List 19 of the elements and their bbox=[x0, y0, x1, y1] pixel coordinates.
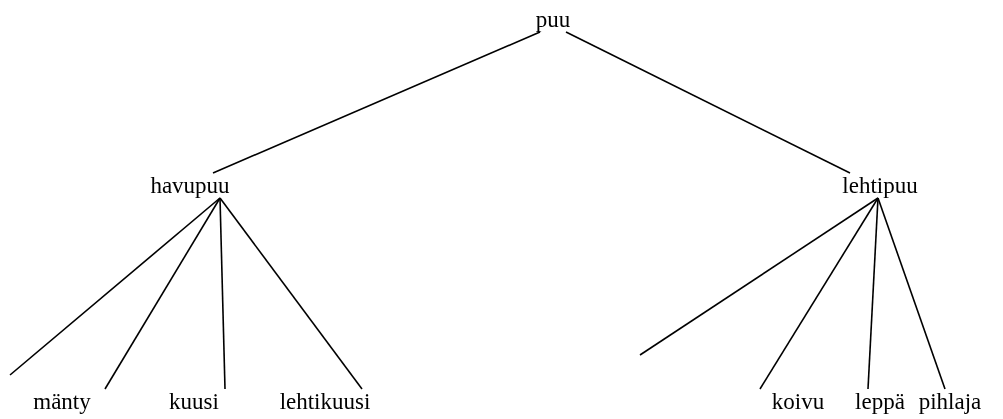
tree-branch-line bbox=[867, 197, 879, 390]
tree-branch-line bbox=[9, 197, 221, 376]
tree-node-label: havupuu bbox=[150, 174, 230, 197]
tree-branch-line bbox=[639, 197, 879, 356]
tree-node-label: pihlaja bbox=[918, 390, 982, 413]
tree-branch-line bbox=[219, 197, 226, 390]
tree-branch-line bbox=[219, 197, 363, 390]
tree-node-label: lehtipuu bbox=[842, 174, 918, 197]
tree-branch-line bbox=[104, 197, 221, 390]
tree-node-label: kuusi bbox=[169, 390, 219, 413]
tree-branch-line bbox=[212, 31, 541, 174]
tree-node-label: mänty bbox=[33, 390, 91, 413]
tree-node-label: leppä bbox=[855, 390, 905, 413]
tree-node-label: puu bbox=[535, 8, 571, 31]
tree-branch-line bbox=[565, 31, 851, 174]
tree-node-label: lehtikuusi bbox=[279, 390, 371, 413]
tree-branch-line bbox=[759, 197, 879, 390]
tree-branch-line bbox=[877, 197, 946, 390]
tree-node-label: koivu bbox=[771, 390, 825, 413]
